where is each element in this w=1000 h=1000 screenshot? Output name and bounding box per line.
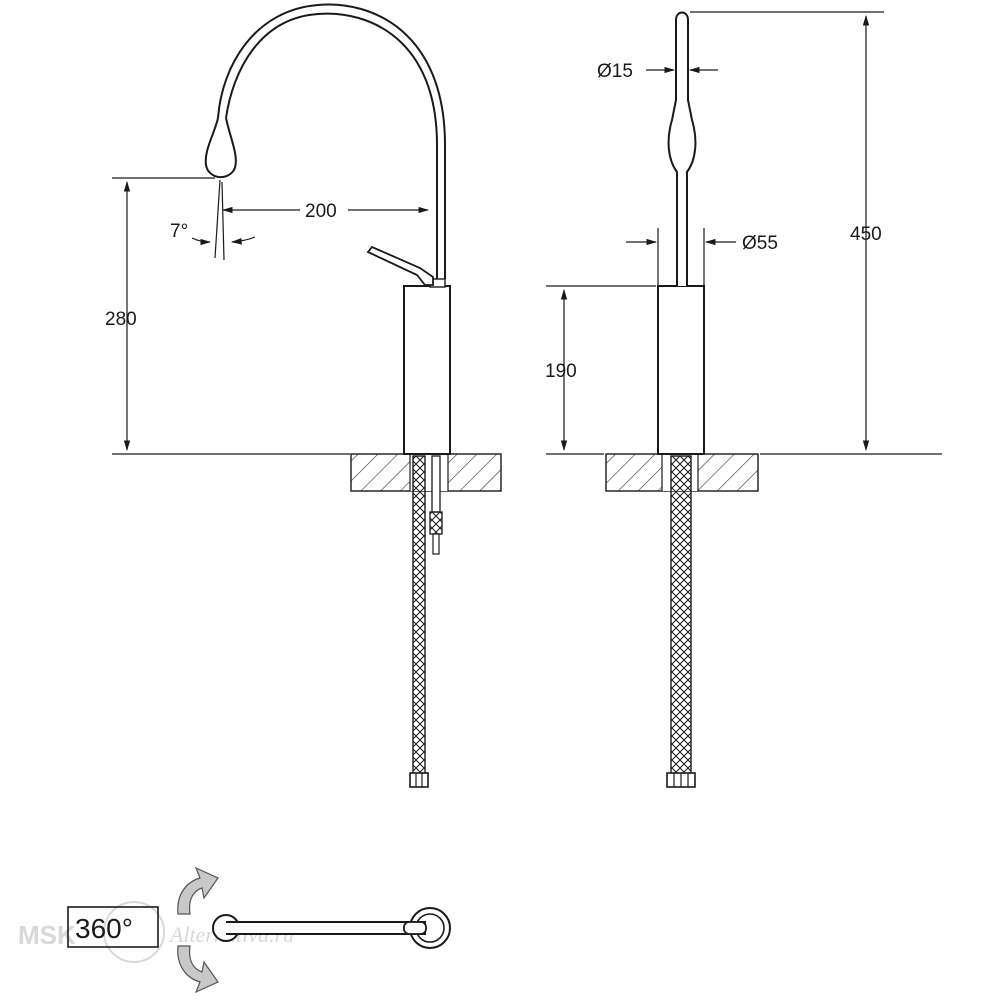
watermark-circle xyxy=(103,901,165,963)
front-view: 280 200 7° xyxy=(105,3,502,788)
rotation-view: MSK Alternativa.ru 360° xyxy=(18,866,451,994)
dim-label-d55: Ø55 xyxy=(742,233,778,254)
rotation-arrow-down-icon xyxy=(177,945,219,994)
hose-side xyxy=(670,455,692,775)
side-view: Ø15 Ø55 190 450 xyxy=(545,11,942,788)
rotation-box xyxy=(67,906,159,948)
dim-label-7deg: 7° xyxy=(170,221,188,242)
dim-label-190: 190 xyxy=(545,361,577,382)
dim-label-d15: Ø15 xyxy=(597,61,633,82)
faucet-body-side xyxy=(657,285,705,455)
dim-label-450: 450 xyxy=(850,224,882,245)
spout-outlet-front xyxy=(204,117,237,179)
spout-front xyxy=(225,12,438,279)
hose-front xyxy=(412,455,426,775)
hose-fitting-front xyxy=(409,772,429,788)
watermark-msk: MSK xyxy=(18,920,76,950)
dim-label-200: 200 xyxy=(305,201,337,222)
rotation-arrow-up-icon xyxy=(177,866,219,915)
lever-handle-front xyxy=(366,245,434,286)
rotation-label: 360° xyxy=(75,913,133,944)
faucet-body-front xyxy=(403,285,451,455)
mounting-rod-front xyxy=(431,455,441,513)
dim-label-280: 280 xyxy=(105,309,137,330)
spout-side xyxy=(667,11,697,286)
